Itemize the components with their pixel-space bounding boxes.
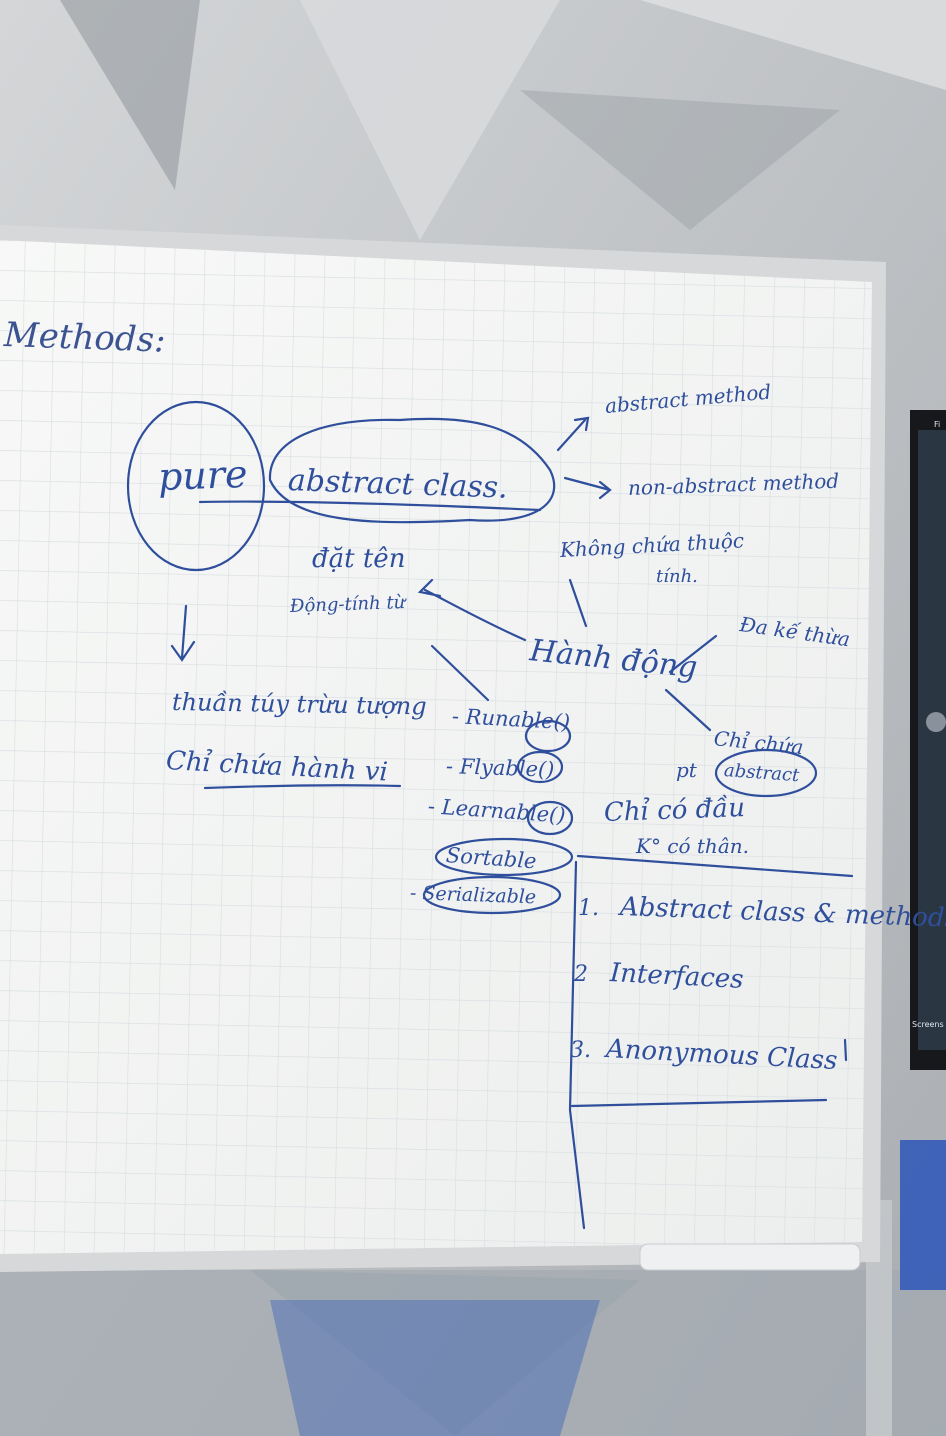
line-to-naming (417, 578, 527, 642)
floor (0, 1270, 946, 1436)
marker-tray (639, 1243, 861, 1271)
circle-serializable (422, 875, 562, 915)
monitor-screen (918, 430, 946, 1050)
board-heading: Methods: (3, 315, 167, 361)
underline-class (198, 500, 542, 512)
pt-prefix: pt (676, 758, 697, 782)
example-serializable: - Serializable (409, 882, 537, 909)
glass-decoration (300, 0, 560, 240)
line-to-only (664, 688, 712, 732)
arrow-abstract-method (556, 416, 590, 452)
topic-number: 2 (574, 962, 588, 987)
example-flyable: - Flyable() (445, 754, 555, 782)
glass-decoration (60, 0, 200, 190)
line-to-examples (430, 644, 490, 702)
topics-box-bottom (570, 1098, 828, 1108)
arrow-non-abstract-method (563, 476, 612, 500)
head-no-body-line1: Chỉ có đầu (603, 793, 746, 828)
abstract-class-label: abstract class. (287, 463, 509, 506)
monitor-nav-icon (926, 712, 946, 732)
down-arrow (170, 604, 196, 662)
naming-line1: đặt tên (312, 544, 406, 574)
naming-line2: Động-tính từ (289, 591, 406, 617)
monitor-bottom-label: Screens S (912, 1020, 946, 1029)
circle-sortable (434, 837, 574, 877)
head-no-body-line2: K° có thân. (636, 834, 749, 858)
circle-able-2 (516, 750, 564, 784)
glass-decoration (640, 0, 946, 90)
topic-number: 1. (578, 896, 599, 921)
underline-behavior (203, 784, 402, 790)
pt-abstract-circled: abstract (723, 760, 800, 787)
pure-circle (126, 400, 266, 572)
line-to-multi (668, 634, 718, 674)
pure-meaning: thuần túy trừu tượng (171, 688, 427, 721)
monitor-top-label: Fi (934, 420, 941, 429)
topics-box-right-mark (843, 1038, 848, 1062)
no-attributes-line2: tính. (656, 566, 698, 587)
glass-decoration (520, 90, 840, 230)
topics-box-left (568, 860, 586, 1230)
topic-text: Interfaces (609, 958, 745, 995)
circle-able-1 (524, 719, 572, 753)
abstract-class-oval (268, 417, 556, 524)
topics-box-top (576, 854, 854, 878)
line-to-no-attr (568, 578, 588, 628)
circle-abstract (714, 748, 818, 798)
circle-able-3 (526, 800, 574, 836)
board-grid (0, 240, 872, 1254)
blue-stripe (270, 1300, 600, 1436)
chair (900, 1140, 946, 1290)
topic-number: 3. (570, 1038, 591, 1063)
pure-label: pure (157, 451, 249, 499)
